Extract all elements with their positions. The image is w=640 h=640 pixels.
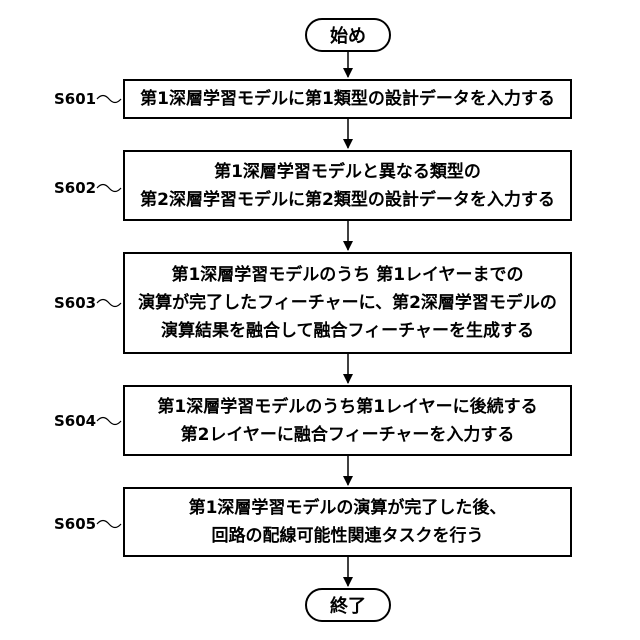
leader-s604 bbox=[97, 418, 121, 425]
step-label-s605: S605 bbox=[54, 515, 96, 533]
step-text-line: 第1深層学習モデルと異なる類型の bbox=[214, 158, 481, 186]
step-box-s601: 第1深層学習モデルに第1類型の設計データを入力する bbox=[123, 79, 572, 119]
step-text-line: 第1深層学習モデルのうち第1レイヤーに後続する bbox=[157, 393, 537, 421]
step-text-line: 第2深層学習モデルに第2類型の設計データを入力する bbox=[140, 186, 555, 214]
start-terminal: 始め bbox=[305, 18, 391, 52]
step-label-s604: S604 bbox=[54, 412, 96, 430]
step-box-s605: 第1深層学習モデルの演算が完了した後、 回路の配線可能性関連タスクを行う bbox=[123, 487, 572, 557]
step-text-line: 第1深層学習モデルのうち 第1レイヤーまでの bbox=[171, 261, 523, 289]
step-box-s604: 第1深層学習モデルのうち第1レイヤーに後続する 第2レイヤーに融合フィーチャーを… bbox=[123, 385, 572, 456]
step-box-s602: 第1深層学習モデルと異なる類型の 第2深層学習モデルに第2類型の設計データを入力… bbox=[123, 150, 572, 221]
step-label-s602: S602 bbox=[54, 179, 96, 197]
step-box-s603: 第1深層学習モデルのうち 第1レイヤーまでの 演算が完了したフィーチャーに、第2… bbox=[123, 252, 572, 354]
end-label: 終了 bbox=[330, 592, 366, 618]
step-text-line: 回路の配線可能性関連タスクを行う bbox=[212, 522, 484, 550]
leader-s605 bbox=[97, 521, 121, 528]
leader-s601 bbox=[97, 96, 121, 103]
start-label: 始め bbox=[330, 22, 366, 48]
step-label-s603: S603 bbox=[54, 294, 96, 312]
leader-s602 bbox=[97, 185, 121, 192]
leader-s603 bbox=[97, 300, 121, 307]
step-text-line: 第2レイヤーに融合フィーチャーを入力する bbox=[181, 421, 515, 449]
step-text-line: 演算結果を融合して融合フィーチャーを生成する bbox=[161, 317, 534, 345]
step-text-line: 第1深層学習モデルの演算が完了した後、 bbox=[189, 494, 507, 522]
step-label-s601: S601 bbox=[54, 90, 96, 108]
step-text-line: 第1深層学習モデルに第1類型の設計データを入力する bbox=[140, 85, 555, 113]
step-text-line: 演算が完了したフィーチャーに、第2深層学習モデルの bbox=[138, 289, 557, 317]
end-terminal: 終了 bbox=[305, 588, 391, 622]
